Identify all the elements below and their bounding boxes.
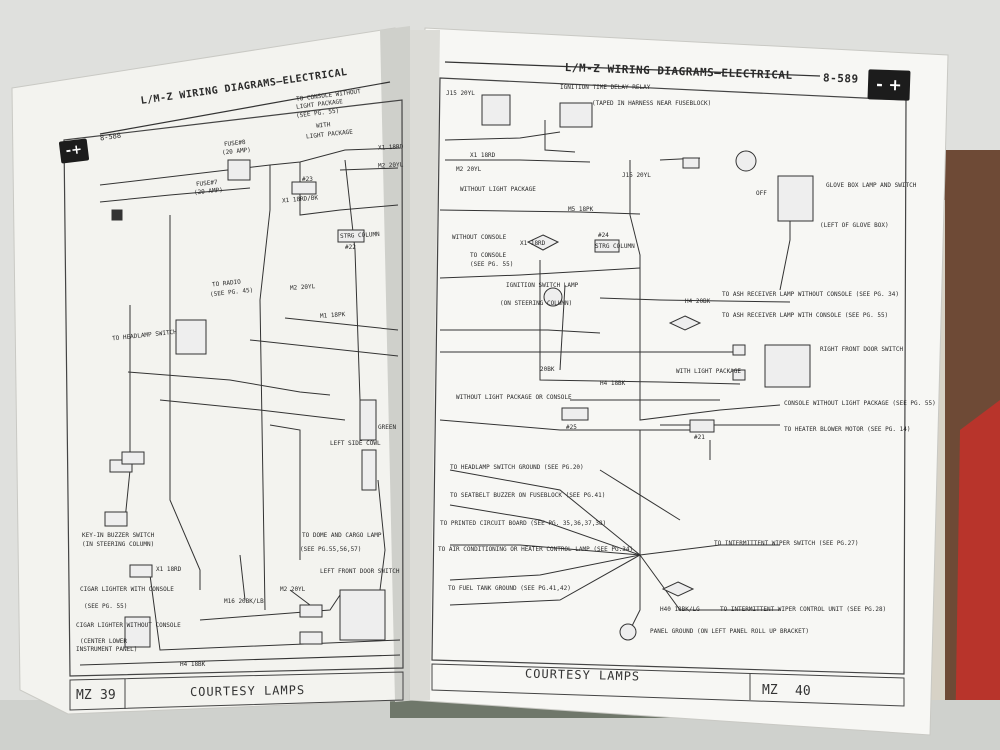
right-label: M2 20YL	[456, 166, 482, 173]
left-label: (SEE PG. 55)	[84, 603, 128, 610]
right-label: RIGHT FRONT DOOR SWITCH	[820, 346, 904, 353]
left-label: KEY-IN BUZZER SWITCH	[82, 532, 155, 539]
right-label: X1 18RD	[520, 240, 546, 247]
right-label: X1 18RD	[470, 152, 496, 159]
right-label: #21	[694, 434, 705, 441]
left-label: #22	[345, 244, 356, 251]
left-label: LEFT SIDE COWL	[330, 440, 381, 447]
right-label: M5 18PK	[568, 206, 594, 213]
left-label: TO DOME AND CARGO LAMP	[302, 532, 382, 539]
right-label: TO INTERMITTENT WIPER CONTROL UNIT (SEE …	[720, 606, 887, 613]
right-label: GLOVE BOX LAMP AND SWITCH	[826, 182, 917, 189]
right-label: CONSOLE WITHOUT LIGHT PACKAGE (SEE PG. 5…	[784, 400, 936, 407]
left-label: M2 20YL	[377, 161, 404, 170]
right-battery-glyph: - +	[875, 74, 903, 95]
right-label: J15 20YL	[622, 172, 651, 179]
left-battery-icon: -+	[58, 138, 90, 164]
right-label: TO HEADLAMP SWITCH GROUND (SEE PG.20)	[450, 464, 584, 471]
right-label: H4 20BK	[685, 298, 711, 305]
left-battery-glyph: -+	[64, 142, 83, 159]
book-red	[955, 400, 1000, 750]
right-footer-title: COURTESY LAMPS	[524, 666, 641, 684]
left-footer-page: 39	[100, 688, 116, 703]
right-label: WITHOUT LIGHT PACKAGE	[460, 186, 536, 193]
right-label: #24	[598, 232, 609, 239]
right-label: (SEE PG. 55)	[470, 261, 514, 268]
right-label: #25	[566, 424, 577, 431]
right-label: TO ASH RECEIVER LAMP WITHOUT CONSOLE (SE…	[722, 291, 900, 298]
right-components	[481, 94, 814, 641]
right-label: IGNITION TIME DELAY RELAY	[560, 84, 651, 91]
right-label: TO AIR CONDITIONING OR HEATER CONTROL LA…	[438, 546, 634, 553]
right-label: TO INTERMITTENT WIPER SWITCH (SEE PG.27)	[714, 540, 859, 547]
left-header-rule	[99, 81, 391, 135]
right-label: PANEL GROUND (ON LEFT PANEL ROLL UP BRAC…	[650, 628, 809, 635]
left-label: (SEE PG.55,56,57)	[300, 546, 362, 553]
right-label: J15 20YL	[446, 90, 475, 97]
right-label: WITH LIGHT PACKAGE	[676, 368, 742, 375]
right-label: TO CONSOLE	[470, 252, 507, 259]
left-label: GREEN	[378, 424, 397, 431]
right-header-rule	[444, 61, 821, 77]
left-footer-code: MZ	[76, 688, 92, 703]
left-label: M16 20BK/LB	[224, 598, 264, 605]
right-label: (ON STEERING COLUMN)	[500, 300, 573, 307]
left-label: CIGAR LIGHTER WITHOUT CONSOLE	[76, 622, 181, 629]
left-label: LEFT FRONT DOOR SWITCH	[320, 568, 400, 575]
right-label: 20BK	[540, 366, 555, 373]
left-label: M2 20YL	[280, 586, 306, 593]
right-label: (TAPED IN HARNESS NEAR FUSEBLOCK)	[592, 100, 712, 107]
left-diagram-frame	[63, 99, 404, 677]
left-footer-box	[69, 671, 404, 711]
right-label: IGNITION SWITCH LAMP	[506, 282, 579, 289]
right-page-number: 8-589	[822, 71, 859, 86]
right-diagram-frame	[431, 77, 907, 675]
right-label: OFF	[756, 190, 767, 197]
left-page	[11, 27, 411, 715]
right-page-gutter-shadow	[410, 30, 440, 700]
right-label: TO PRINTED CIRCUIT BOARD (SEE PG. 35,36,…	[440, 520, 607, 527]
left-components	[104, 159, 386, 648]
right-label: WITHOUT LIGHT PACKAGE OR CONSOLE	[456, 394, 572, 401]
left-label: H4 18BK	[180, 661, 206, 668]
left-footer-title: COURTESY LAMPS	[189, 682, 306, 700]
right-label: TO SEATBELT BUZZER ON FUSEBLOCK (SEE PG.…	[450, 492, 606, 499]
left-label: X1 18RD	[377, 143, 404, 152]
right-label: H40 18BK/LG	[660, 606, 700, 613]
right-label: (LEFT OF GLOVE BOX)	[820, 222, 889, 229]
right-label: WITHOUT CONSOLE	[452, 234, 507, 241]
right-label: TO ASH RECEIVER LAMP WITH CONSOLE (SEE P…	[722, 312, 889, 319]
right-label: STRG COLUMN	[595, 243, 635, 250]
left-label: CIGAR LIGHTER WITH CONSOLE	[80, 586, 174, 593]
right-label: TO FUEL TANK GROUND (SEE PG.41,42)	[448, 585, 571, 592]
right-wiring	[439, 120, 791, 631]
left-label: (IN STEERING COLUMN)	[82, 541, 155, 548]
right-battery-icon: - +	[867, 69, 911, 101]
left-label: INSTRUMENT PANEL)	[76, 646, 138, 653]
left-label: WITH	[315, 121, 331, 130]
right-footer-code: MZ	[762, 683, 778, 698]
left-label: X1 18RD	[156, 566, 182, 573]
right-footer-box	[431, 663, 905, 707]
right-label: TO HEATER BLOWER MOTOR (SEE PG. 14)	[784, 426, 911, 433]
left-label: (CENTER LOWER	[80, 638, 127, 645]
right-footer-page: 40	[795, 684, 811, 699]
right-label: H4 18BK	[600, 380, 626, 387]
left-label: #23	[302, 176, 313, 183]
left-page-gutter-shadow	[380, 26, 418, 702]
